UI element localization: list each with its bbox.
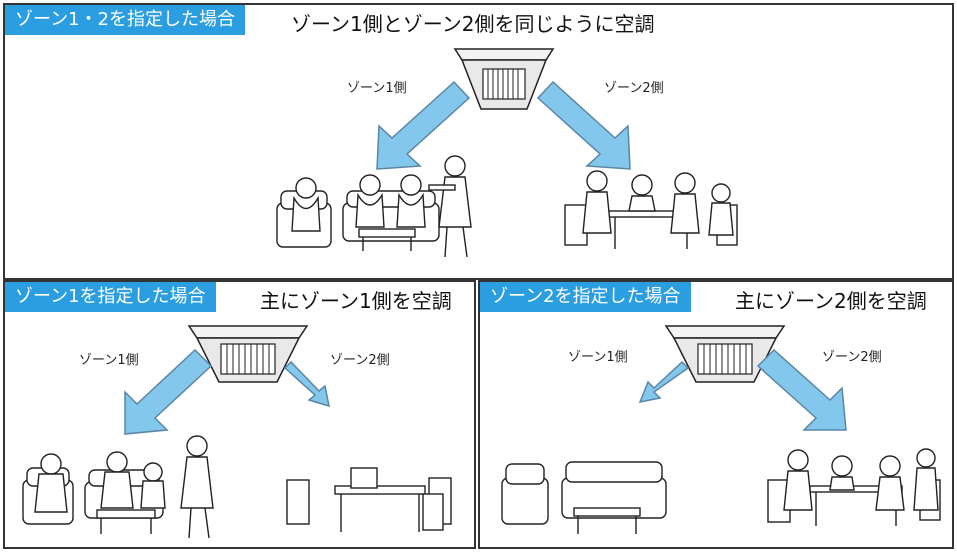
panel-tag: ゾーン1を指定した場合: [5, 282, 216, 312]
people-group-illustration-zone-1: [22, 435, 214, 539]
panel-zone-2: ゾーン2を指定した場合 主にゾーン2側を空調 ゾーン1側 ゾーン2側: [478, 280, 954, 549]
zone-2-label: ゾーン2側: [330, 353, 390, 368]
zone-1-label: ゾーン1側: [568, 350, 628, 365]
airflow-arrow-zone-2: [536, 80, 631, 170]
zone-1-label: ゾーン1側: [79, 353, 139, 368]
people-group-illustration-zone-2: [564, 170, 738, 249]
empty-furniture-illustration-zone-1: [501, 461, 667, 534]
airflow-arrow-zone-1: [124, 348, 213, 435]
panel-zone-1: ゾーン1を指定した場合 主にゾーン1側を空調 ゾーン1側 ゾーン2側: [3, 280, 476, 549]
panel-tag: ゾーン2を指定した場合: [480, 282, 691, 312]
panel-title: ゾーン1側とゾーン2側を同じように空調: [291, 12, 655, 36]
panel-zone-1-2: ゾーン1・2を指定した場合 ゾーン1側とゾーン2側を同じように空調 ゾーン1側 …: [3, 3, 954, 280]
panel-tag: ゾーン1・2を指定した場合: [5, 5, 246, 35]
ceiling-ac-unit-icon: [453, 48, 555, 110]
ceiling-ac-unit-icon: [664, 325, 786, 383]
people-group-illustration-zone-2: [767, 448, 941, 526]
airflow-arrow-zone-1: [638, 360, 690, 404]
panel-title: 主にゾーン1側を空調: [260, 289, 452, 313]
empty-furniture-illustration-zone-2: [286, 467, 452, 532]
airflow-arrow-zone-2: [756, 348, 847, 431]
panel-title: 主にゾーン2側を空調: [735, 289, 927, 313]
zone-2-label: ゾーン2側: [604, 81, 664, 96]
airflow-arrow-zone-1: [376, 80, 471, 170]
people-group-illustration-zone-1: [276, 155, 472, 258]
zone-1-label: ゾーン1側: [347, 81, 407, 96]
zone-2-label: ゾーン2側: [822, 350, 882, 365]
ceiling-ac-unit-icon: [187, 325, 309, 383]
airflow-arrow-zone-2: [283, 360, 330, 408]
